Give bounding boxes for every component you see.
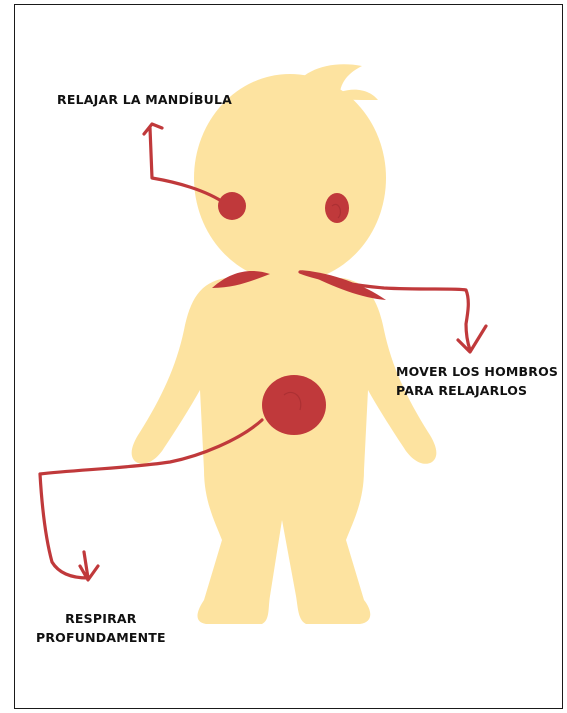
label-breathe-deeply: RESPIRAR PROFUNDAMENTE xyxy=(36,609,166,648)
label-shoulders-line1: MOVER LOS HOMBROS xyxy=(396,364,559,379)
child-silhouette xyxy=(131,64,437,624)
label-shoulders-line2: PARA RELAJARLOS xyxy=(396,383,528,399)
stress-spots xyxy=(212,192,386,435)
breath-arrow xyxy=(38,418,264,582)
label-breath-line1: RESPIRAR xyxy=(65,611,137,626)
jaw-arrow xyxy=(142,122,228,206)
shoulder-blob xyxy=(212,270,270,288)
right-jaw-spot xyxy=(325,193,349,223)
label-relax-jaw: RELAJAR LA MANDÍBULA xyxy=(57,92,233,107)
label-breath-line2: PROFUNDAMENTE xyxy=(36,630,166,646)
label-move-shoulders: MOVER LOS HOMBROS PARA RELAJARLOS xyxy=(396,362,558,401)
shoulder-blob-right xyxy=(300,270,386,300)
belly-spot xyxy=(262,375,326,435)
left-jaw-spot xyxy=(218,192,246,220)
